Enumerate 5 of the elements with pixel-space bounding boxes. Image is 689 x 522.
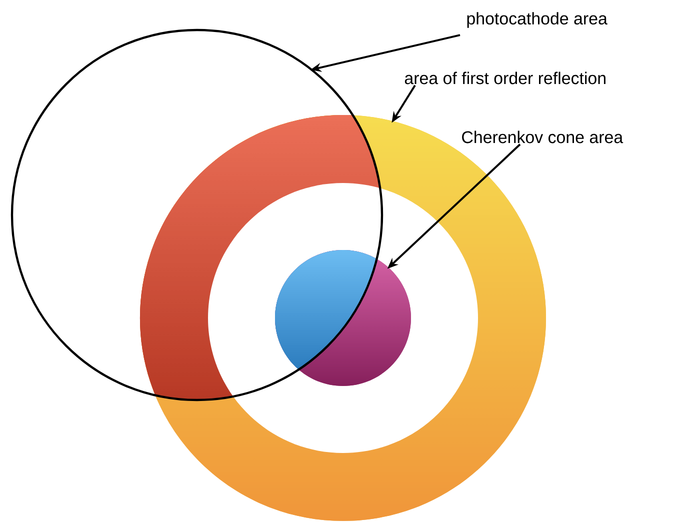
circle-outline (10, 28, 384, 402)
text-label: area of first order reflection (404, 72, 606, 84)
text-label: photocathode area (467, 12, 608, 28)
ring (140, 114, 546, 521)
text-label: Cherenkov cone area (462, 130, 624, 144)
